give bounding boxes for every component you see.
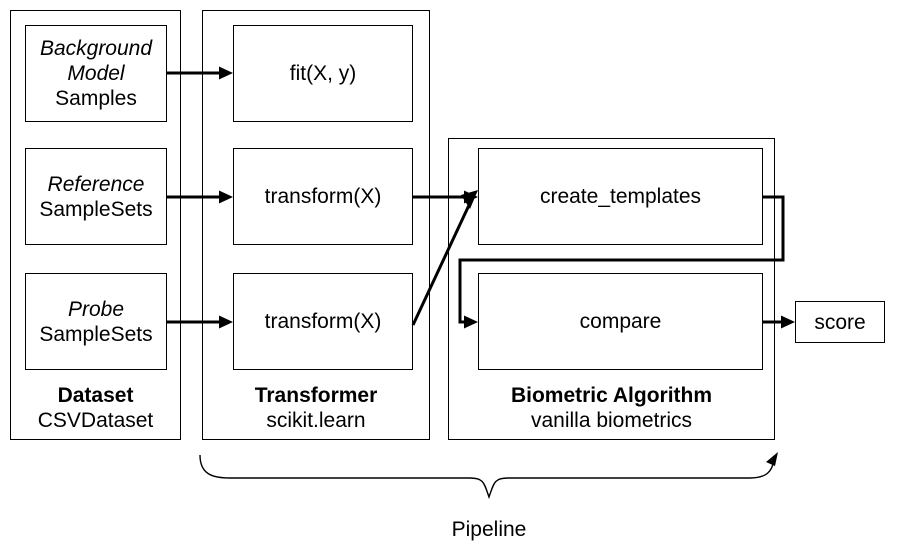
algorithm-caption-sub: vanilla biometrics [530,409,693,432]
dataset-node-background-model[interactable]: Background Model Samples [25,25,167,122]
algorithm-node-compare-label: compare [579,310,662,333]
transformer-node-fit-label: fit(X, y) [289,62,357,85]
dataset-node-probe-emph: Probe [67,297,125,321]
dataset-node-reference[interactable]: Reference SampleSets [25,148,167,245]
dataset-node-reference-label: Reference SampleSets [39,172,152,222]
dataset-caption-title: Dataset [57,384,134,407]
transformer-caption: Transformer scikit.learn [202,383,430,433]
algorithm-caption: Biometric Algorithm vanilla biometrics [448,383,775,433]
dataset-node-background-model-plain: Samples [55,87,137,110]
transformer-node-transform-reference[interactable]: transform(X) [233,148,413,245]
pipeline-brace [199,452,778,500]
transformer-node-transform-reference-label: transform(X) [264,185,382,208]
dataset-node-reference-plain: SampleSets [39,197,153,221]
transformer-caption-sub: scikit.learn [266,409,366,432]
dataset-caption-sub: CSVDataset [37,409,154,432]
transformer-node-fit[interactable]: fit(X, y) [233,25,413,122]
pipeline-brace-label: Pipeline [451,518,527,541]
dataset-node-reference-emph: Reference [47,172,145,196]
score-output-box[interactable]: score [795,301,885,343]
transformer-node-transform-probe[interactable]: transform(X) [233,273,413,370]
algorithm-caption-title: Biometric Algorithm [510,384,713,407]
dataset-node-probe-plain: SampleSets [39,322,153,346]
dataset-caption: Dataset CSVDataset [10,383,181,433]
transformer-caption-title: Transformer [254,384,378,407]
dataset-node-background-model-emph: Background Model [39,37,153,85]
dataset-node-background-model-label: Background Model Samples [40,36,152,111]
algorithm-node-compare[interactable]: compare [478,273,763,370]
algorithm-node-create-templates-label: create_templates [539,185,702,208]
algorithm-node-create-templates[interactable]: create_templates [478,148,763,245]
dataset-node-probe-label: Probe SampleSets [39,297,152,347]
transformer-node-transform-probe-label: transform(X) [264,310,382,333]
score-output-label: score [814,310,866,334]
dataset-node-probe[interactable]: Probe SampleSets [25,273,167,370]
